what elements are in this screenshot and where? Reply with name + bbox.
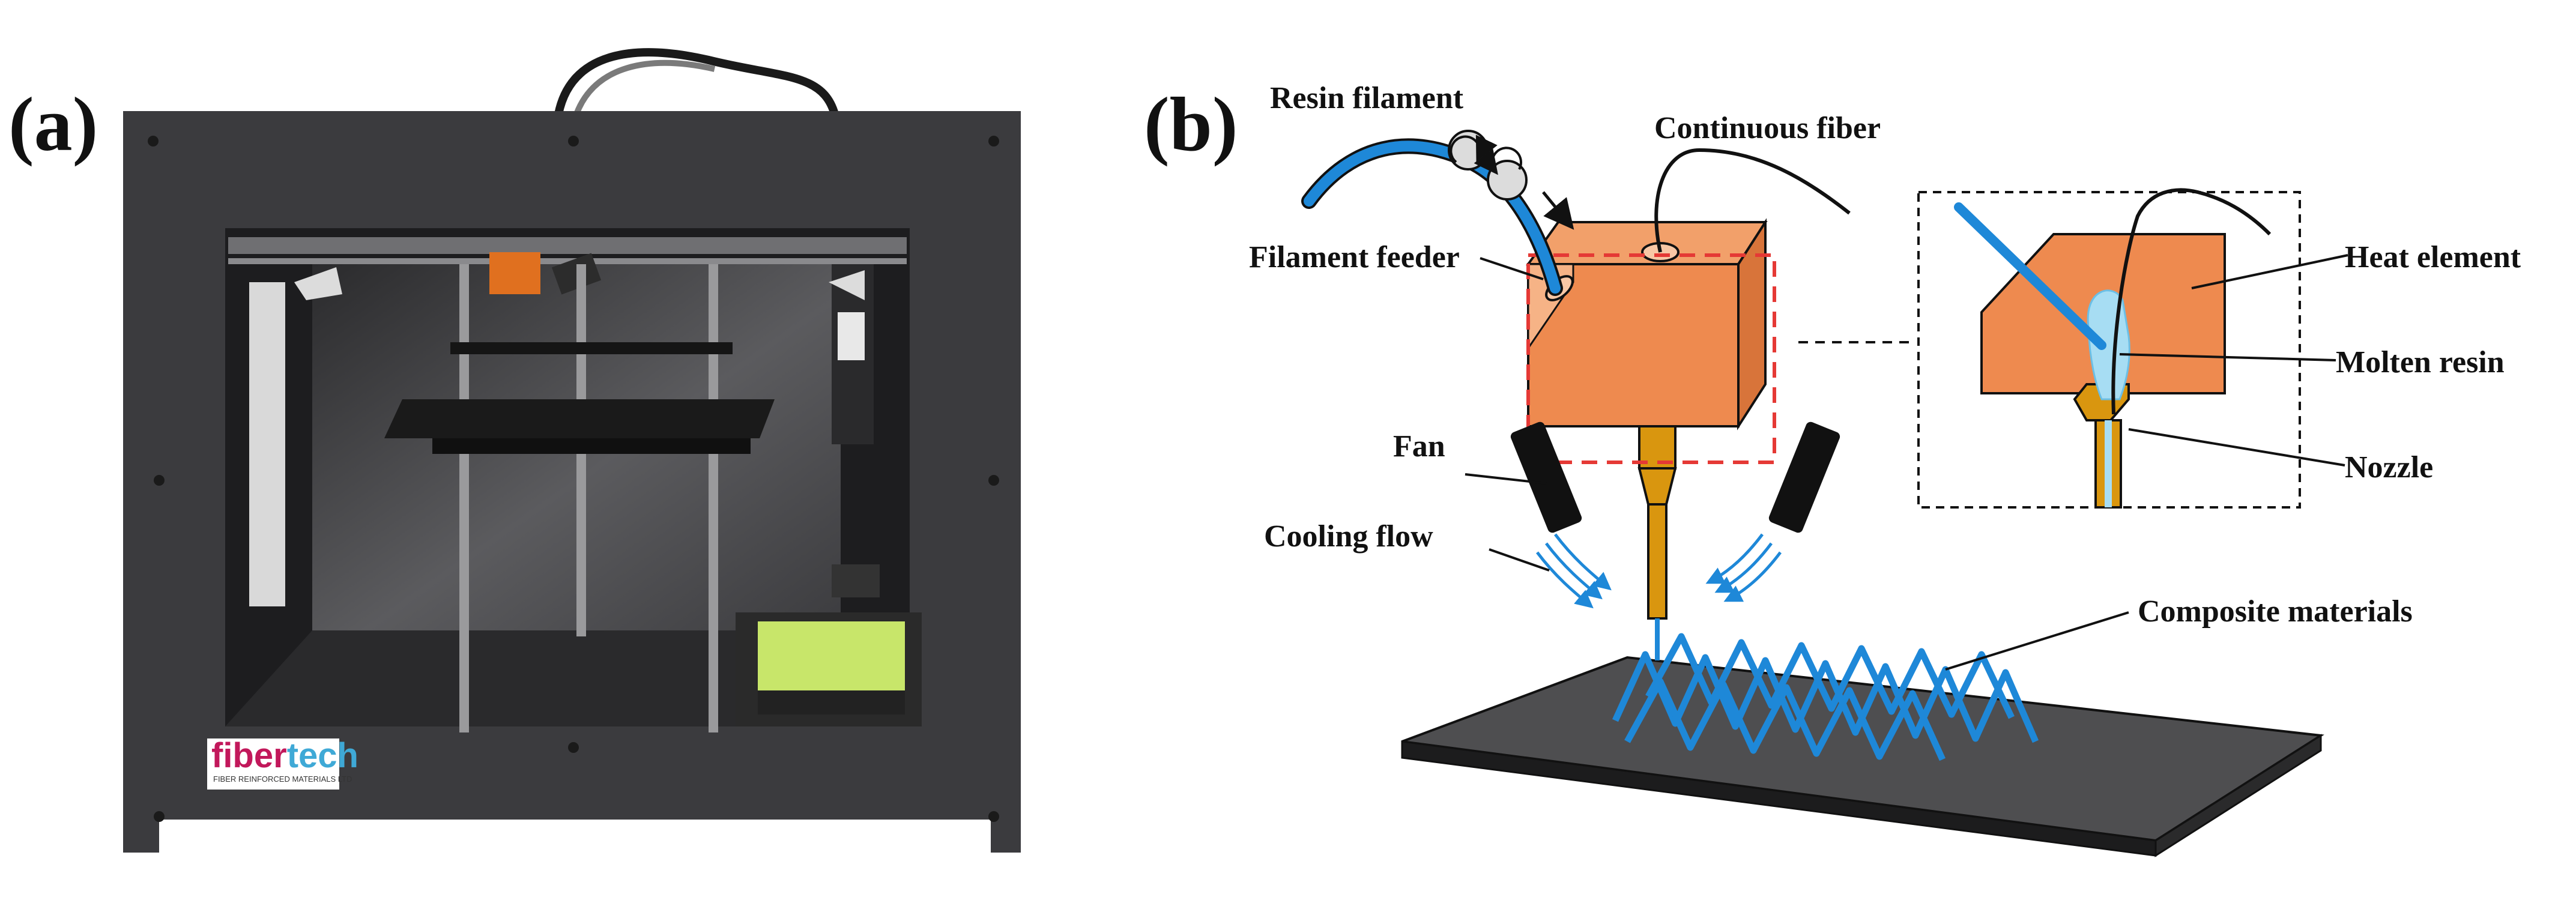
panel-a-label: (a): [8, 82, 98, 167]
z-rod-1: [459, 264, 469, 732]
label-nozzle: Nozzle: [2345, 450, 2433, 485]
fan-left: [1510, 421, 1582, 533]
label-continuous-fiber: Continuous fiber: [1654, 111, 1881, 145]
print-head: [489, 252, 540, 294]
build-platform-base: [432, 438, 751, 454]
detail-heater: [1980, 233, 2226, 509]
label-composite-materials: Composite materials: [2138, 594, 2413, 629]
label-cooling-flow: Cooling flow: [1264, 519, 1433, 554]
gantry-rail: [228, 237, 907, 254]
build-platform: [384, 399, 775, 438]
left-window: [249, 282, 285, 606]
side-bracket: [829, 270, 865, 300]
feed-direction-arrow: [1542, 191, 1574, 230]
feeder-rollers: [1448, 130, 1528, 201]
label-resin-filament: Resin filament: [1270, 81, 1464, 115]
detail-nozzle-channel: [2105, 420, 2112, 507]
top-cable-sleeve: [573, 59, 716, 115]
printer-photo: fibertech FIBER REINFORCED MATERIALS LTD: [123, 48, 1021, 853]
z-motor: [838, 312, 865, 360]
cooling-flow-right: [1705, 533, 1782, 602]
composite-materials: [1612, 633, 2039, 761]
brand-badge: [207, 738, 339, 790]
top-cable: [554, 48, 839, 116]
panel-b-label: (b): [1144, 82, 1238, 167]
brand-logo: fibertech: [211, 736, 358, 775]
build-bed: [1401, 656, 2324, 857]
label-fan: Fan: [1393, 429, 1445, 464]
cooling-flow-left: [1536, 533, 1612, 609]
detail-filament: [1954, 202, 2106, 350]
heater-block: [1526, 218, 1768, 430]
screen-mount: [832, 564, 880, 597]
continuous-fiber: [1654, 148, 1851, 253]
leader-lines: [1465, 254, 2348, 671]
z-rod-3: [709, 264, 718, 732]
label-heat-element: Heat element: [2345, 240, 2521, 274]
gantry-rail-2: [228, 258, 907, 264]
left-bracket: [294, 267, 342, 300]
touchscreen-toolbar: [758, 690, 905, 714]
frame-screws: [148, 136, 999, 822]
label-molten-resin: Molten resin: [2336, 345, 2505, 379]
detail-fiber: [2111, 188, 2272, 415]
label-filament-feeder: Filament feeder: [1249, 240, 1460, 274]
fan-right: [1768, 421, 1840, 533]
brand-subline: FIBER REINFORCED MATERIALS LTD: [213, 775, 352, 784]
platform-arm: [450, 342, 733, 354]
